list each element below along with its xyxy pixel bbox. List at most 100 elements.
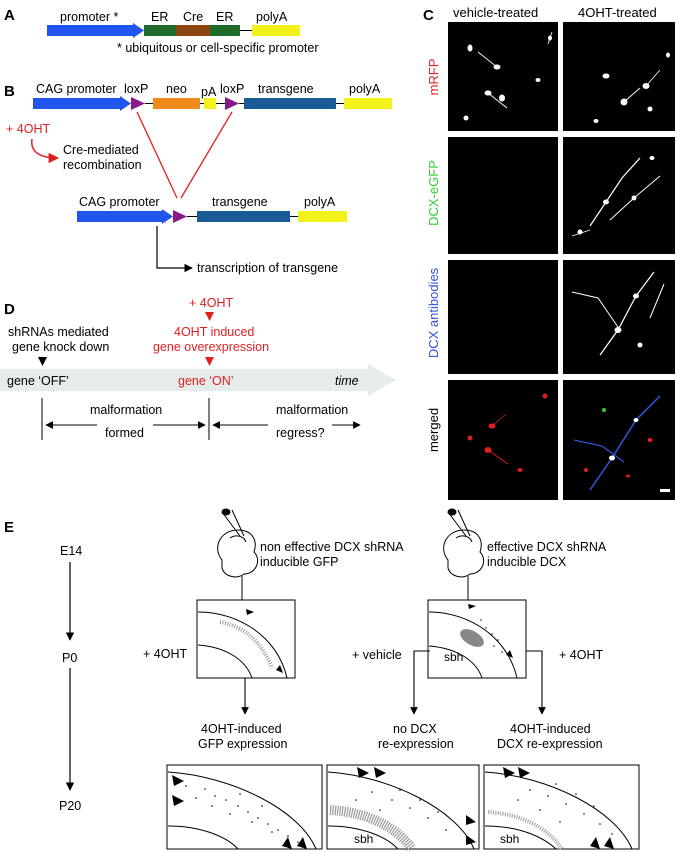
left-injection-line1: non effective DCX shRNA xyxy=(260,540,404,554)
panel-letter-e: E xyxy=(4,519,14,536)
label-loxp-2: loxP xyxy=(220,82,244,96)
transgene-block-top xyxy=(244,98,336,109)
p20-2-sbh-band xyxy=(329,805,417,853)
cells-merged-4oht xyxy=(573,395,670,492)
outcome-2-line1: no DCX xyxy=(393,722,437,736)
label-polya-bottom: polyA xyxy=(304,195,336,209)
polya-block-bottom xyxy=(298,211,347,222)
label-loxp-1: loxP xyxy=(124,82,148,96)
red-curve-arrow xyxy=(31,138,60,164)
right-injection-line2: inducible DCX xyxy=(487,555,567,569)
label-malf-formed-1: malformation xyxy=(90,403,162,417)
outcome-2-line2: re-expression xyxy=(378,737,454,751)
cells-mrfp-vehicle xyxy=(463,31,553,121)
row-label-merged: merged xyxy=(426,408,441,452)
branch-vehicle xyxy=(410,650,430,715)
panel-c: vehicle-treated 4OHT-treated mRFP DCX-eG… xyxy=(426,5,675,500)
left-injection-line2: inducible GFP xyxy=(260,555,339,569)
p20-3-arrowhead-3 xyxy=(590,837,600,849)
column-4oht: 4OHT-treated xyxy=(578,5,657,20)
p0-left-inner-arc xyxy=(197,644,253,679)
cells-dcxegfp-4oht xyxy=(571,156,661,237)
image-dcxegfp-4oht xyxy=(563,137,675,254)
p20-3-arrowhead-4 xyxy=(604,837,614,849)
transcription-arrow xyxy=(156,226,193,273)
p20-section-2 xyxy=(326,764,480,850)
cells-merged-vehicle xyxy=(467,393,548,472)
right-injection-line1: effective DCX shRNA xyxy=(487,540,607,554)
polya-block xyxy=(252,25,300,36)
p20-section-3 xyxy=(483,764,640,850)
p20-1-outer-arc xyxy=(167,771,317,850)
p20-3-arrowhead-1 xyxy=(503,767,515,778)
label-polya-top: polyA xyxy=(349,82,381,96)
neo-block xyxy=(153,98,200,109)
p20-2-arrowhead-1 xyxy=(357,767,369,778)
pa-block xyxy=(204,98,216,109)
p0-right-inner-arc xyxy=(428,645,483,679)
label-shrna-1: shRNAs mediated xyxy=(8,325,109,339)
label-gene-off: gene ‘OFF’ xyxy=(7,374,69,388)
label-time: time xyxy=(335,374,359,388)
panel-a: promoter * ER Cre ER polyA * ubiquitous … xyxy=(47,10,318,55)
p0-right-sbh-blob xyxy=(460,629,484,647)
embryo-injection-right xyxy=(443,508,485,578)
timeline-arrow xyxy=(0,364,396,396)
cells-mrfp-4oht xyxy=(593,52,670,123)
label-plus-4oht-e-left: + 4OHT xyxy=(143,647,187,661)
p20-section-1 xyxy=(166,764,323,850)
label-malf-formed-2: formed xyxy=(105,426,144,440)
p20-2-dots xyxy=(355,789,447,831)
label-malf-regress-1: malformation xyxy=(276,403,348,417)
loxp-2 xyxy=(225,97,239,110)
label-e14: E14 xyxy=(60,544,82,558)
er-block-1 xyxy=(144,25,176,36)
cells-dcxab-4oht xyxy=(571,271,665,356)
black-triangle xyxy=(38,357,47,366)
p20-1-arrowhead-3 xyxy=(282,837,292,849)
loxp-1 xyxy=(131,97,145,110)
image-dcxegfp-vehicle xyxy=(448,137,558,254)
label-induced-1: 4OHT induced xyxy=(174,325,254,339)
outcome-1-line2: GFP expression xyxy=(198,737,287,751)
label-induced-2: gene overexpression xyxy=(153,340,269,354)
polya-block-top xyxy=(344,98,392,109)
footnote: * ubiquitous or cell-specific promoter xyxy=(117,41,318,55)
label-p20: P20 xyxy=(59,799,81,813)
recomb-line-left xyxy=(136,111,178,199)
p20-2-arrowhead-2 xyxy=(374,767,386,778)
transgene-block-bottom xyxy=(197,211,290,222)
label-sbh-p0: sbh xyxy=(444,650,463,664)
panel-letter-b: B xyxy=(4,83,15,100)
branch-4oht xyxy=(526,650,546,715)
p20-1-inner-arc xyxy=(167,825,239,850)
er-block-2 xyxy=(210,25,240,36)
panel-letter-a: A xyxy=(4,7,15,24)
p0-right-dots xyxy=(480,619,503,653)
label-sbh-p20-mid: sbh xyxy=(354,832,373,846)
image-mrfp-4oht xyxy=(563,22,675,131)
cag-arrow-bottom xyxy=(77,209,173,224)
image-dcxab-vehicle xyxy=(448,260,558,374)
p0-left-arrowhead-1 xyxy=(246,609,254,615)
p20-3-sbh-band xyxy=(487,810,564,851)
p0-left-outer-arc xyxy=(197,611,288,679)
row-label-mrfp: mRFP xyxy=(426,59,441,96)
outcome-1-line1: 4OHT-induced xyxy=(201,722,282,736)
p20-1-arrowhead-2 xyxy=(172,795,184,806)
label-plus-4oht-e-right: + 4OHT xyxy=(559,648,603,662)
p0-right-arrowhead-1 xyxy=(468,604,476,609)
label-p0: P0 xyxy=(62,651,77,665)
p20-1-dots xyxy=(185,785,299,843)
p20-1-arrowhead-4 xyxy=(297,837,307,849)
label-sbh-p20-right: sbh xyxy=(500,832,519,846)
label-promoter: promoter * xyxy=(60,10,118,24)
label-transgene-bottom: transgene xyxy=(212,195,268,209)
label-neo: neo xyxy=(166,82,187,96)
label-plus-4oht-b: + 4OHT xyxy=(6,122,50,136)
label-pa: pA xyxy=(201,85,217,99)
p20-3-dots xyxy=(517,783,613,835)
scale-bar xyxy=(660,489,670,492)
label-transcription: transcription of transgene xyxy=(197,261,338,275)
